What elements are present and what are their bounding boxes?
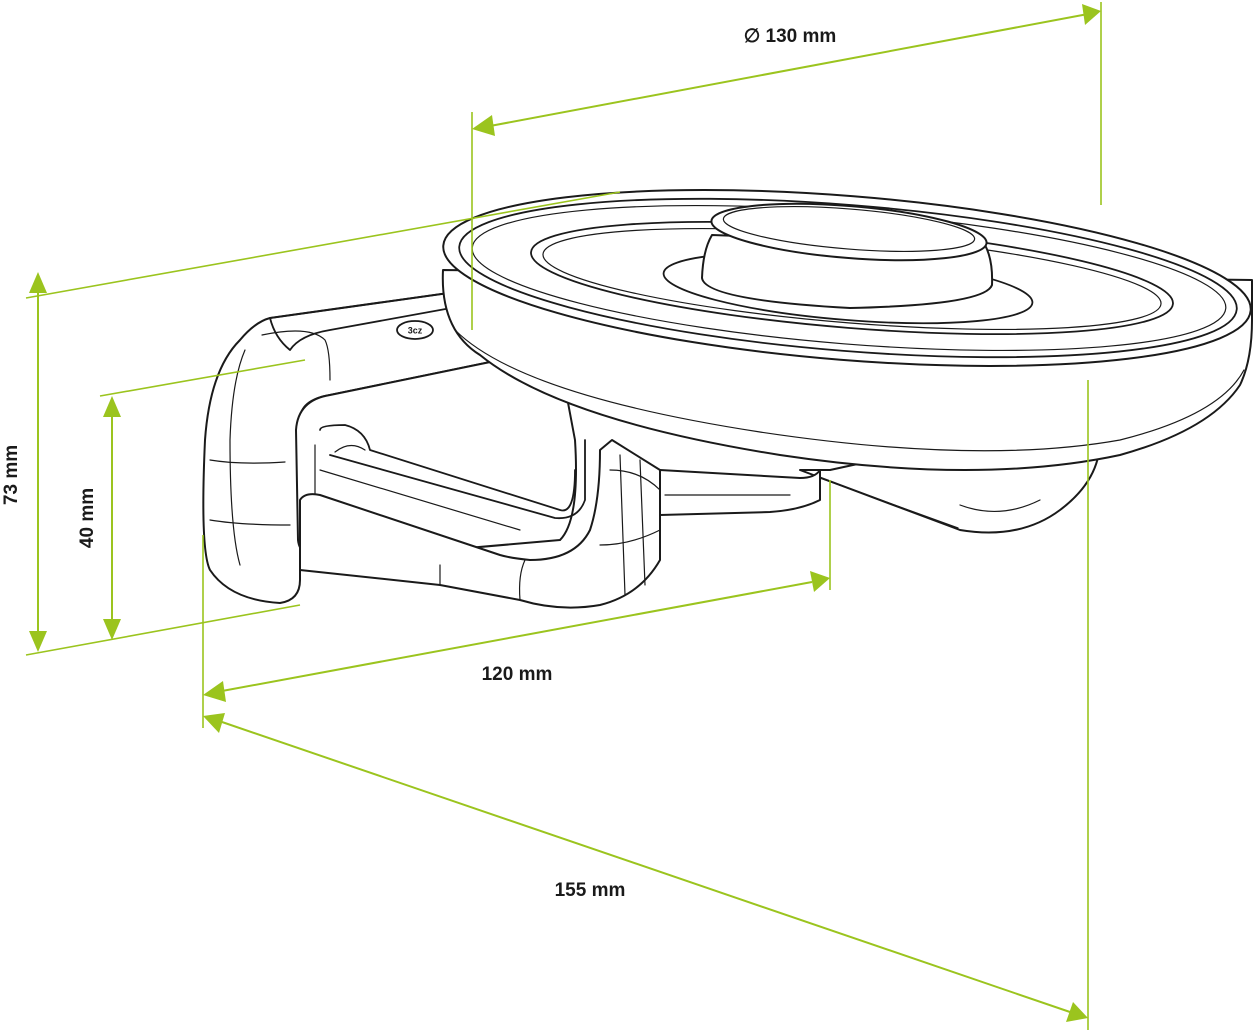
ext-line-top [25, 191, 621, 299]
arrow-depth-total-right [1066, 1002, 1088, 1022]
dim-line-depth-arm [221, 581, 813, 692]
ext-line-bottom [25, 604, 301, 656]
arrow-diameter-left [472, 115, 495, 136]
arm-connector [659, 469, 821, 516]
label-height-total: 73 mm [1, 445, 22, 505]
brand-logo [396, 320, 434, 340]
soap-holder-outline: 3cz [202, 288, 1101, 609]
front-arm [299, 439, 661, 609]
dimension-annotations: ∅ 130 mm 73 mm 40 mm 120 mm 155 mm [1, 2, 1102, 1030]
dish-rim-inner [458, 197, 1238, 359]
arrow-diameter-right [1082, 4, 1101, 25]
ext-line-arm-top [99, 359, 306, 397]
arrow-depth-total-left [203, 713, 225, 733]
arrow-depth-arm-right [810, 571, 830, 592]
label-depth-arm: 120 mm [482, 664, 553, 685]
arrow-height-total-bottom [29, 631, 47, 652]
dim-line-diameter [489, 13, 1089, 127]
arrow-depth-arm-left [203, 681, 226, 702]
label-diameter: ∅ 130 mm [744, 26, 837, 47]
arrow-height-arm-bottom [103, 619, 121, 640]
arrow-height-arm-top [103, 396, 121, 417]
soap-dish [441, 189, 1253, 471]
brand-logo-text: 3cz [408, 326, 423, 336]
label-depth-total: 155 mm [555, 880, 626, 901]
label-height-arm: 40 mm [77, 488, 98, 548]
arrow-height-total-top [29, 272, 47, 293]
dim-line-depth-total [221, 721, 1071, 1013]
